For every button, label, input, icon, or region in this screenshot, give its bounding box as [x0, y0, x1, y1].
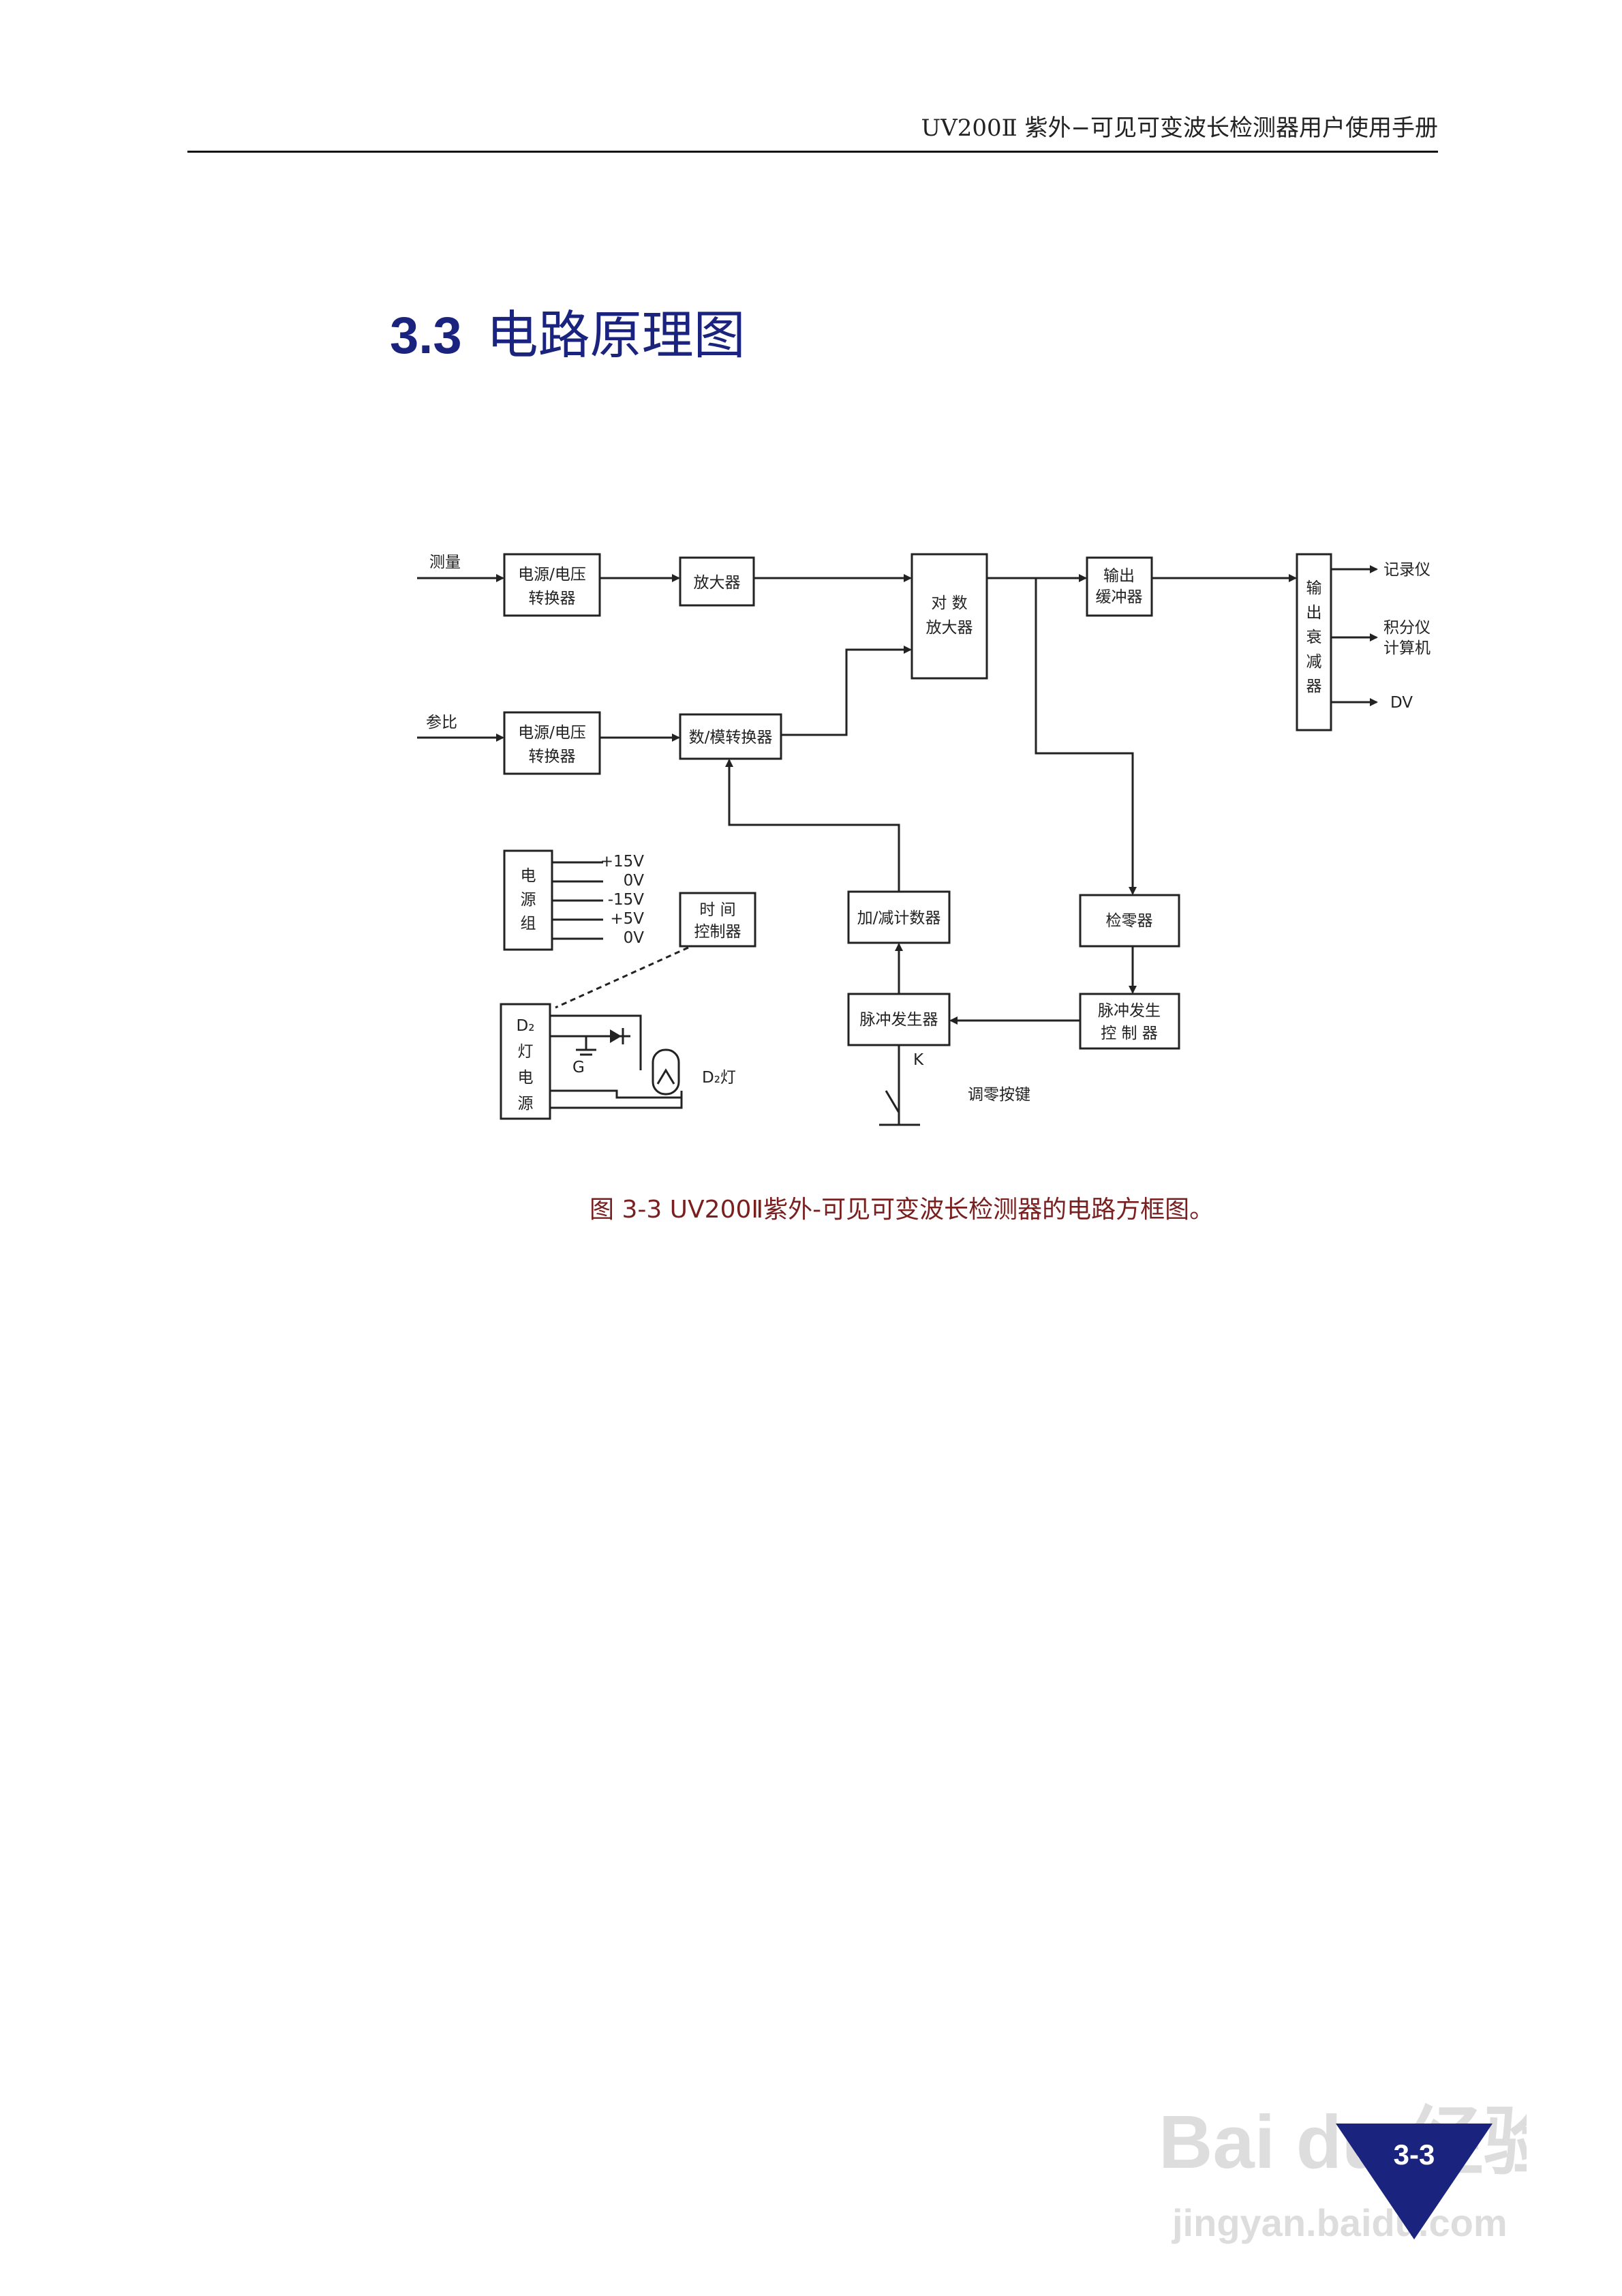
section-number: 3.3: [390, 307, 462, 365]
attenuator-char-3: 衰: [1306, 629, 1322, 646]
up-down-counter-block: 加/减计数器: [847, 890, 951, 944]
pv1-line1: 电源/电压: [518, 566, 586, 584]
log-amplifier-block: 对 数 放大器: [911, 553, 988, 680]
zero-detector-label: 检零器: [1106, 912, 1153, 930]
section-title: 电路原理图: [486, 305, 746, 365]
measure-label: 测量: [429, 554, 461, 571]
da-converter-block: 数/模转换器: [679, 713, 782, 760]
pv2-line2: 转换器: [529, 748, 576, 766]
log-amp-line1: 对 数: [931, 594, 967, 612]
attenuator-char-5: 器: [1306, 678, 1322, 695]
voltage-label: 0V: [624, 872, 645, 890]
d2-power-char-2: 灯: [518, 1043, 534, 1061]
amplifier-block: 放大器: [679, 556, 755, 607]
dv-label: DV: [1390, 694, 1413, 712]
recorder-label: 记录仪: [1383, 561, 1430, 579]
log-amp-line2: 放大器: [926, 619, 973, 637]
d2-power-char-3: 电: [518, 1069, 534, 1087]
figure-caption: 图 3-3 UV200Ⅱ紫外-可见可变波长检测器的电路方框图。: [590, 1196, 1214, 1224]
pulse-generator-label: 脉冲发生器: [860, 1011, 938, 1029]
power-group-char-2: 源: [521, 891, 536, 909]
power-group-char-1: 电: [521, 867, 536, 885]
d2-lamp-circuit: G D₂灯: [550, 1014, 736, 1109]
lamp-label: D₂灯: [702, 1069, 736, 1087]
voltage-label: -15V: [608, 891, 645, 909]
d2-power-char-4: 源: [518, 1095, 534, 1113]
running-header: UV200Ⅱ 紫外−可见可变波长检测器用户使用手册: [187, 112, 1438, 153]
ground-label: G: [572, 1059, 585, 1076]
watermark-url: jingyan.baidu.com: [1172, 2201, 1508, 2244]
section-heading: 3.3 电路原理图: [390, 293, 746, 368]
output-buffer-block: 输出 缓冲器: [1086, 556, 1153, 617]
buffer-line1: 输出: [1103, 567, 1135, 585]
power-group-block: 电 源 组: [503, 849, 553, 951]
voltage-label: +15V: [600, 853, 645, 871]
pgc-line2: 控 制 器: [1101, 1025, 1158, 1042]
buffer-line2: 缓冲器: [1096, 588, 1143, 606]
pv1-line2: 转换器: [529, 590, 576, 607]
power-voltage-converter-2: 电源/电压 转换器: [503, 711, 601, 775]
d2-power-char-1: D₂: [517, 1017, 535, 1035]
page-number: 3-3: [1394, 2139, 1435, 2171]
reference-label: 参比: [426, 714, 457, 731]
counter-label: 加/减计数器: [857, 909, 941, 927]
output-attenuator-block: 输 出 衰 减 器: [1296, 553, 1332, 731]
pgc-line1: 脉冲发生: [1098, 1002, 1161, 1020]
integrator-label: 积分仪: [1383, 619, 1430, 637]
header-title: UV200Ⅱ 紫外−可见可变波长检测器用户使用手册: [921, 115, 1438, 142]
pv2-line1: 电源/电压: [518, 724, 586, 742]
attenuator-char-2: 出: [1306, 604, 1322, 622]
attenuator-char-1: 输: [1306, 579, 1322, 597]
zero-detector-block: 检零器: [1079, 894, 1180, 948]
zero-key-label: 调零按键: [968, 1086, 1030, 1104]
timer-controller-block: 时 间 控制器: [679, 892, 756, 948]
power-group-char-3: 组: [521, 915, 536, 933]
pulse-generator-block: 脉冲发生器: [847, 993, 951, 1046]
attenuator-char-4: 减: [1306, 653, 1322, 671]
voltage-label: 0V: [624, 929, 645, 947]
timer-line2: 控制器: [694, 923, 741, 941]
pulse-generator-controller-block: 脉冲发生 控 制 器: [1079, 993, 1180, 1050]
signal-wires: [417, 565, 1378, 1126]
power-voltage-converter-1: 电源/电压 转换器: [503, 553, 601, 617]
page-number-badge: 3-3: [1336, 2124, 1493, 2239]
d2-lamp-power-block: D₂ 灯 电 源: [500, 1003, 551, 1120]
da-converter-label: 数/模转换器: [689, 729, 773, 746]
timer-line1: 时 间: [699, 901, 735, 919]
circuit-block-diagram: 测量 参比 电源/电压 转换器 放大器 对 数 放大器 输出 缓冲器 输 出 衰…: [417, 553, 1430, 1126]
voltage-rails: +15V 0V -15V +5V 0V: [552, 853, 644, 947]
amplifier-label: 放大器: [694, 574, 741, 592]
switch-label: K: [913, 1051, 924, 1069]
voltage-label: +5V: [610, 910, 644, 928]
computer-label: 计算机: [1383, 639, 1430, 657]
